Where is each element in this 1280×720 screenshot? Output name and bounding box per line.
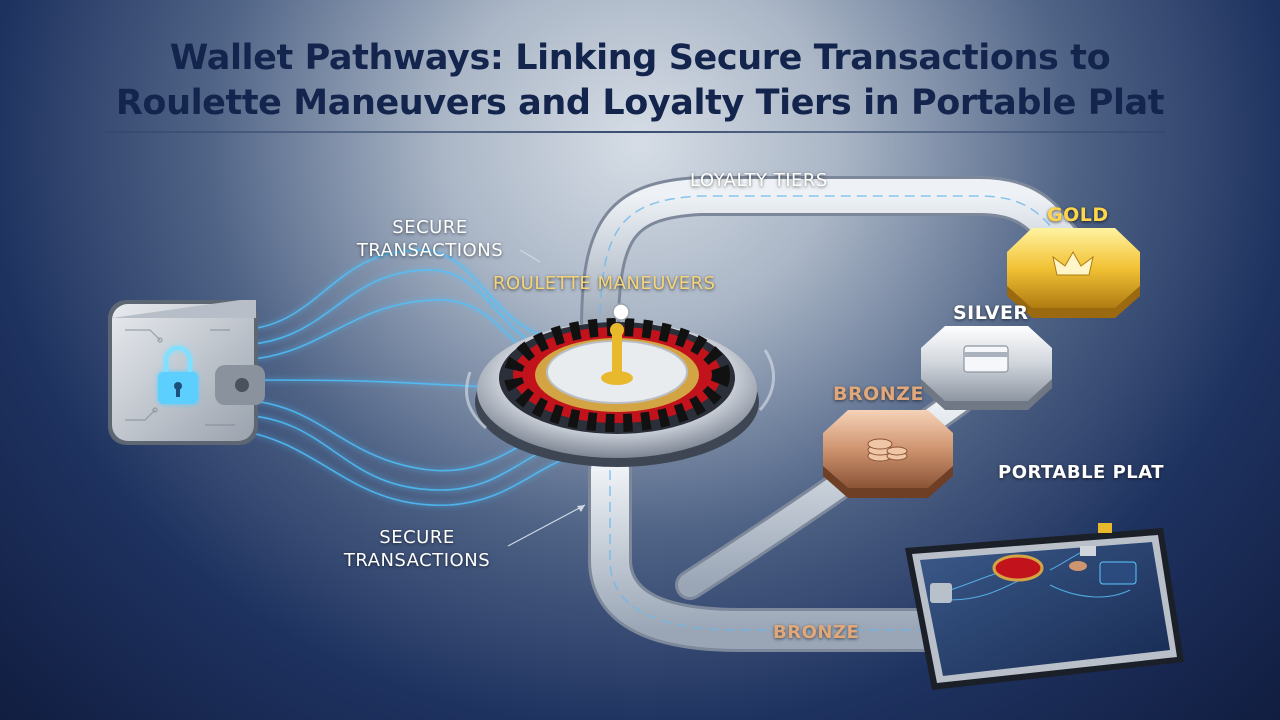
bronze-path-label: BRONZE: [773, 622, 860, 643]
card-icon: [963, 345, 1009, 373]
mini-card-icon: [1099, 561, 1137, 585]
silver-tier-badge: [921, 326, 1052, 410]
secure-transactions-bottom-line2: TRANSACTIONS: [343, 550, 491, 571]
lock-icon: [158, 346, 198, 404]
secure-transactions-bottom-line1: SECURE: [379, 527, 455, 548]
gold-tier-badge: [1007, 228, 1140, 318]
title-line-2: Roulette Maneuvers and Loyalty Tiers in …: [115, 83, 1165, 123]
bronze-tier-label: BRONZE: [833, 383, 924, 405]
bronze-road: [588, 448, 952, 652]
gold-tier-label: GOLD: [1047, 204, 1109, 226]
tablet-device: [905, 523, 1184, 690]
roulette-wheel: [465, 303, 776, 467]
silver-tier-label: SILVER: [953, 302, 1029, 324]
mini-wallet-icon: [930, 583, 952, 603]
roulette-maneuvers-label: ROULETTE MANEUVERS: [493, 273, 716, 294]
coins-icon: [867, 438, 908, 462]
loyalty-road: [580, 176, 1090, 350]
portable-plat-label: PORTABLE PLAT: [998, 462, 1165, 483]
mini-roulette-icon: [992, 554, 1044, 582]
title-line-1: Wallet Pathways: Linking Secure Transact…: [169, 38, 1111, 78]
bronze-tier-badge: [823, 410, 953, 498]
secure-transactions-top-line2: TRANSACTIONS: [356, 240, 504, 261]
mini-silver-icon: [1080, 546, 1096, 556]
loyalty-tiers-label: LOYALTY TIERS: [690, 170, 828, 191]
pointer-line-top: [519, 249, 541, 263]
secure-transactions-label-top: SECURE TRANSACTIONS: [355, 216, 505, 262]
crown-icon: [1052, 250, 1094, 276]
page-title: Wallet Pathways: Linking Secure Transact…: [0, 36, 1280, 126]
title-divider: [105, 131, 1165, 133]
pointer-line-bottom: [507, 504, 586, 547]
mini-gold-icon: [1098, 523, 1112, 533]
mini-bronze-icon: [1069, 561, 1087, 571]
secure-transactions-top-line1: SECURE: [392, 217, 468, 238]
pointer-arrowhead: [577, 505, 585, 512]
secure-transactions-label-bottom: SECURE TRANSACTIONS: [332, 526, 502, 572]
wallet-icon: [108, 300, 265, 445]
